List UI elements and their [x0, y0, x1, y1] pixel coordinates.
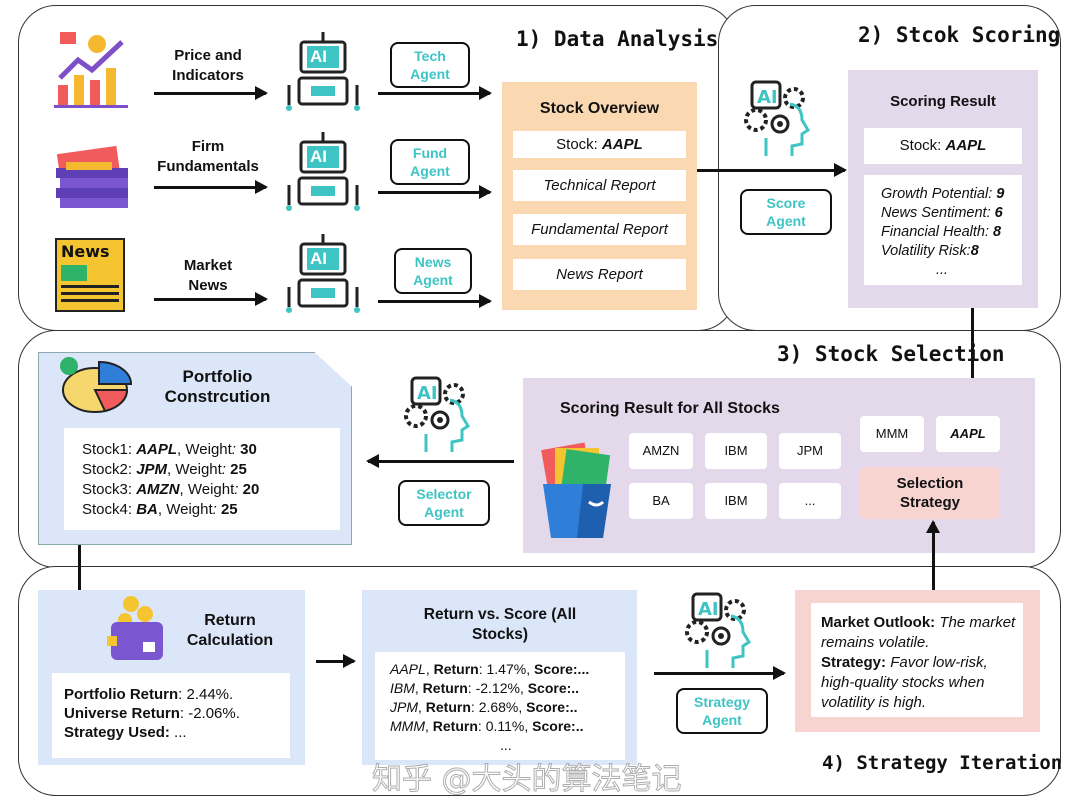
stock-chip-ibm: IBM [705, 433, 767, 469]
technical-report: Technical Report [513, 170, 686, 201]
strategy-value: Favor low-risk, high-quality stocks when… [821, 654, 988, 711]
portfolio-return: Portfolio Return: 2.44%. [64, 686, 234, 703]
section-title-stock-scoring: 2) Stcok Scoring [858, 23, 1061, 47]
return-calculation-title: Return Calculation [186, 612, 274, 649]
price-chart-icon [54, 32, 128, 108]
metric-volatility: Volatility Risk:8 [881, 243, 979, 259]
fundamental-report: Fundamental Report [513, 214, 686, 245]
arrow-outlook-to-selection [926, 520, 940, 590]
robot-label: AI [310, 147, 327, 166]
portfolio-weights: Stock1: AAPL, Weight: 30 Stock2: JPM, We… [64, 428, 340, 530]
robot-icon [286, 132, 360, 211]
metric-more: ... [936, 262, 949, 278]
return-vs-score-title: Return vs. Score (All Stocks) [423, 606, 577, 643]
portfolio-title: Portfolio Constrcution [164, 367, 271, 406]
section-title-strategy-iteration: 4) Strategy Iteration [822, 752, 1063, 774]
arrow-tech-to-overview [378, 86, 492, 100]
robot-label: AI [310, 47, 327, 66]
score-agent-badge: Score Agent [740, 189, 832, 235]
svg-text:AI: AI [417, 383, 438, 404]
arrow-fund-to-robot [154, 180, 268, 194]
section-title-data-analysis: 1) Data Analysis [516, 27, 719, 51]
folder-box-icon [541, 442, 611, 538]
arrow-return-to-score [316, 654, 356, 668]
stock-label: Stock: [899, 137, 946, 154]
outlook-label: Market Outlook: [821, 614, 936, 631]
robot-icon [286, 32, 360, 111]
ai-head-gears-icon: AI [404, 376, 471, 452]
portfolio-row: Stock3: AMZN, Weight: 20 [82, 481, 260, 498]
return-row: IBM, Return: -2.12%, Score:.. [390, 680, 580, 696]
scoring-metrics: Growth Potential: 9 News Sentiment: 6 Fi… [864, 175, 1022, 285]
selector-agent-badge: Selector Agent [398, 480, 490, 526]
stock-chip-ba: BA [629, 483, 693, 519]
svg-text:AI: AI [698, 599, 719, 620]
stock-ticker: AAPL [945, 137, 987, 154]
section-title-stock-selection: 3) Stock Selection [777, 342, 1005, 366]
stock-chip-amzn: AMZN [629, 433, 693, 469]
return-vs-score-list: AAPL, Return: 1.47%, Score:... IBM, Retu… [375, 652, 625, 760]
arrow-price-to-robot [154, 86, 268, 100]
arrow-fund-to-overview [378, 185, 492, 199]
return-row: MMM, Return: 0.11%, Score:.. [390, 718, 584, 734]
market-outlook-text: Market Outlook: The market remains volat… [811, 603, 1023, 717]
portfolio-row: Stock1: AAPL, Weight: 30 [82, 441, 257, 458]
arrow-news-to-overview [378, 294, 492, 308]
outlook-value: The market remains volatile. [821, 614, 1016, 651]
universe-return: Universe Return: -2.06%. [64, 705, 240, 722]
tech-agent-badge: Tech Agent [390, 42, 470, 88]
scoring-result-title: Scoring Result [890, 93, 996, 110]
robot-icon [286, 234, 360, 313]
ai-head-gears-icon: AI [685, 592, 752, 668]
strategy-agent-badge: Strategy Agent [676, 688, 768, 734]
svg-text:AI: AI [757, 87, 778, 108]
fundamentals-papers-icon [56, 145, 128, 208]
strategy-used: Strategy Used: ... [64, 724, 187, 741]
metric-growth: Growth Potential: 9 [881, 186, 1005, 202]
metric-news: News Sentiment: 6 [881, 205, 1003, 221]
input-label-news: Market News [183, 257, 233, 294]
stock-chip-jpm: JPM [779, 433, 841, 469]
selection-strategy-box: Selection Strategy [860, 467, 1000, 519]
fund-agent-badge: Fund Agent [390, 139, 470, 185]
stock-chip-aapl-selected: AAPL [936, 416, 1000, 452]
return-calculation-results: Portfolio Return: 2.44%. Universe Return… [52, 673, 290, 758]
all-stocks-title: Scoring Result for All Stocks [560, 400, 780, 417]
news-report: News Report [513, 259, 686, 290]
portfolio-row: Stock4: BA, Weight: 25 [82, 501, 238, 518]
input-label-price: Price and Indicators [172, 47, 244, 84]
pie-chart-money-icon [60, 357, 133, 413]
arrow-overview-to-scoring [697, 163, 847, 177]
wallet-coins-icon [107, 596, 163, 660]
overview-stock: Stock: AAPL [513, 131, 686, 158]
arrow-selection-to-portfolio [366, 454, 514, 468]
news-icon-text: News [61, 242, 110, 261]
return-row: AAPL, Return: 1.47%, Score:... [390, 661, 590, 677]
stock-ticker: AAPL [602, 136, 643, 153]
stock-chip-mmm: MMM [860, 416, 924, 452]
scoring-stock: Stock: AAPL [864, 128, 1022, 164]
return-row: JPM, Return: 2.68%, Score:.. [390, 699, 578, 715]
watermark: 知乎 @大头的算法笔记 [372, 762, 683, 797]
stock-chip-more: ... [779, 483, 841, 519]
news-agent-badge: News Agent [394, 248, 472, 294]
input-label-fundamentals: Firm Fundamentals [157, 138, 259, 175]
stock-label: Stock: [556, 136, 602, 153]
strategy-label: Strategy: [821, 654, 887, 671]
return-more: ... [500, 737, 512, 753]
stock-chip-ibm: IBM [705, 483, 767, 519]
arrow-news-to-robot [154, 292, 268, 306]
metric-financial: Financial Health: 8 [881, 224, 1002, 240]
portfolio-row: Stock2: JPM, Weight: 25 [82, 461, 247, 478]
robot-label: AI [310, 249, 327, 268]
arrow-score-to-outlook [654, 666, 786, 680]
stock-overview-title: Stock Overview [539, 100, 660, 117]
ai-head-gears-icon: AI [744, 80, 811, 156]
news-icon: News [55, 238, 125, 312]
